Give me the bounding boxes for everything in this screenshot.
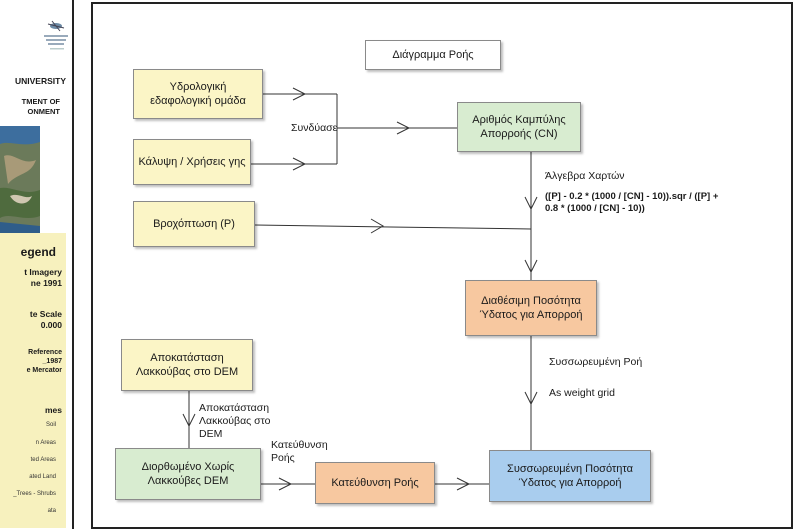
node-rainfall-text: Βροχόπτωση (P): [153, 218, 235, 230]
legend-imagery-line2: ne 1991: [30, 278, 62, 288]
node-hydrologic-soil-group: Υδρολογική εδαφολογική ομάδα: [133, 69, 263, 119]
node-flow-direction: Κατεύθυνση Ροής: [315, 462, 435, 504]
poster-department: TMENT OF ONMENT: [0, 97, 60, 117]
node-sink-fill-text: Αποκατάσταση Λακκούβας στο DEM: [135, 352, 239, 378]
node-curve-number: Αριθμός Καμπύλης Απορροής (CN): [457, 102, 581, 152]
label-accumulated-flow: Συσσωρευμένη Ροή: [549, 356, 643, 368]
node-land-cover-text: Κάλυψη / Χρήσεις γης: [138, 156, 246, 168]
legend-imagery-line1: t Imagery: [24, 267, 62, 277]
legend-theme-item: _Trees - Shrubs: [13, 491, 56, 497]
node-available-water-text: Διαθέσιμη Ποσότητα Ύδατος για Απορροή: [479, 295, 583, 321]
node-curve-number-text: Αριθμός Καμπύλης Απορροής (CN): [472, 114, 566, 140]
node-accumulated-water-text: Συσσωρευμένη Ποσότητα Ύδατος για Απορροή: [507, 463, 633, 489]
legend-theme-item: Soil: [45, 422, 56, 428]
legend-reference-line3: e Mercator: [26, 367, 62, 374]
legend-reference-line1: Reference: [28, 349, 62, 356]
legend-theme-item: ted Areas: [30, 457, 56, 463]
connector-rainfall: [254, 224, 532, 230]
label-runoff-formula-line1: ([P] - 0.2 * (1000 / [CN] - 10)).sqr / (…: [545, 191, 719, 202]
node-flow-direction-text: Κατεύθυνση Ροής: [331, 477, 419, 489]
legend-title: egend: [20, 245, 56, 259]
node-sink-fill: Αποκατάσταση Λακκούβας στο DEM: [121, 339, 253, 391]
diagram-title-text: Διάγραμμα Ροής: [392, 49, 474, 61]
label-runoff-formula-line2: 0.8 * (1000 / [CN] - 10)): [545, 203, 645, 214]
diagram-title: Διάγραμμα Ροής: [365, 40, 501, 70]
node-dem-no-sinks: Διορθωμένο Χωρίς Λακκούβες DEM: [115, 448, 261, 500]
legend-scale-line1: te Scale: [29, 309, 62, 319]
legend-reference-line2: _1987: [42, 358, 62, 365]
label-combine: Συνδύασε: [291, 122, 338, 134]
label-map-algebra: Άλγεβρα Χαρτών: [545, 170, 625, 182]
satellite-map-image: [0, 126, 40, 234]
node-land-cover: Κάλυψη / Χρήσεις γης: [133, 139, 251, 185]
node-accumulated-water: Συσσωρευμένη Ποσότητα Ύδατος για Απορροή: [489, 450, 651, 502]
poster-university: UNIVERSITY: [14, 76, 66, 86]
legend-theme-item: ata: [47, 508, 56, 514]
legend-theme-item: ated Land: [29, 474, 56, 480]
legend-scale: te Scale 0.000: [30, 309, 62, 331]
node-available-water: Διαθέσιμη Ποσότητα Ύδατος για Απορροή: [465, 280, 597, 336]
flowchart-panel: Διάγραμμα Ροής Υδρολογική εδαφολογική ομ…: [91, 2, 793, 529]
legend-theme-item: n Areas: [35, 440, 56, 446]
poster-department-line1: TMENT OF: [21, 97, 60, 106]
poster-legend: egend t Imagery ne 1991 te Scale 0.000 R…: [0, 233, 66, 528]
poster-strip: UNIVERSITY TMENT OF ONMENT egend t Image…: [0, 0, 74, 529]
label-runoff-formula: ([P] - 0.2 * (1000 / [CN] - 10)).sqr / (…: [545, 191, 775, 215]
label-weight-grid: As weight grid: [549, 387, 615, 399]
legend-themes-title: mes: [44, 405, 62, 415]
university-logo: [44, 20, 68, 50]
legend-imagery: t Imagery ne 1991: [24, 267, 62, 289]
node-dem-no-sinks-text: Διορθωμένο Χωρίς Λακκούβες DEM: [141, 461, 235, 487]
label-flow-direction-step: Κατεύθυνση Ροής: [271, 439, 328, 464]
flowchart-connectors: [182, 87, 538, 491]
legend-reference: Reference _1987 e Mercator: [27, 348, 62, 375]
label-sink-fill-step: Αποκατάσταση Λακκούβας στο DEM: [199, 402, 271, 440]
poster-department-line2: ONMENT: [27, 107, 61, 116]
node-rainfall: Βροχόπτωση (P): [133, 201, 255, 247]
legend-scale-line2: 0.000: [40, 320, 62, 330]
node-hydrologic-soil-group-text: Υδρολογική εδαφολογική ομάδα: [150, 81, 246, 107]
